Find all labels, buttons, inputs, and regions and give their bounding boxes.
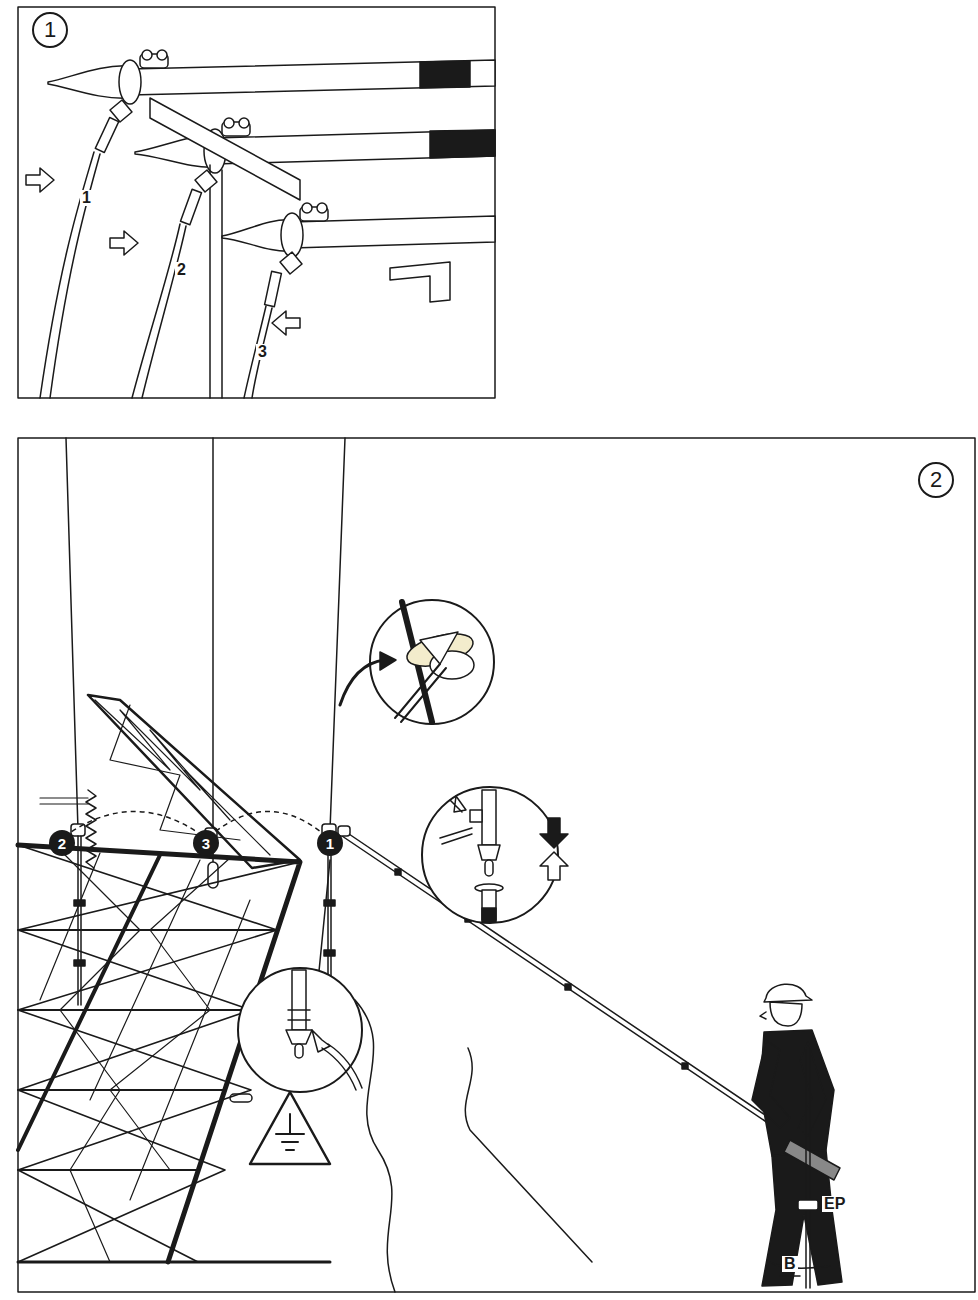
node-text: 1 — [326, 836, 334, 851]
callout-number: 3 — [256, 344, 269, 360]
node-text: 2 — [930, 469, 942, 491]
node-text: 1 — [44, 19, 56, 41]
callout-number: 2 — [175, 262, 188, 278]
panel-number: 1 — [32, 12, 68, 48]
phase-number: 3 — [193, 830, 219, 856]
node-text: 2 — [58, 836, 66, 851]
dashed-connector — [216, 812, 321, 832]
callout-number: 1 — [80, 190, 93, 206]
dashed-connector — [72, 812, 197, 832]
panel-number: 2 — [918, 462, 954, 498]
phase-number: 2 — [49, 830, 75, 856]
phase-number: 1 — [317, 830, 343, 856]
part-label: EP — [822, 1196, 847, 1212]
part-label: B — [782, 1256, 798, 1272]
node-text: 3 — [202, 836, 210, 851]
